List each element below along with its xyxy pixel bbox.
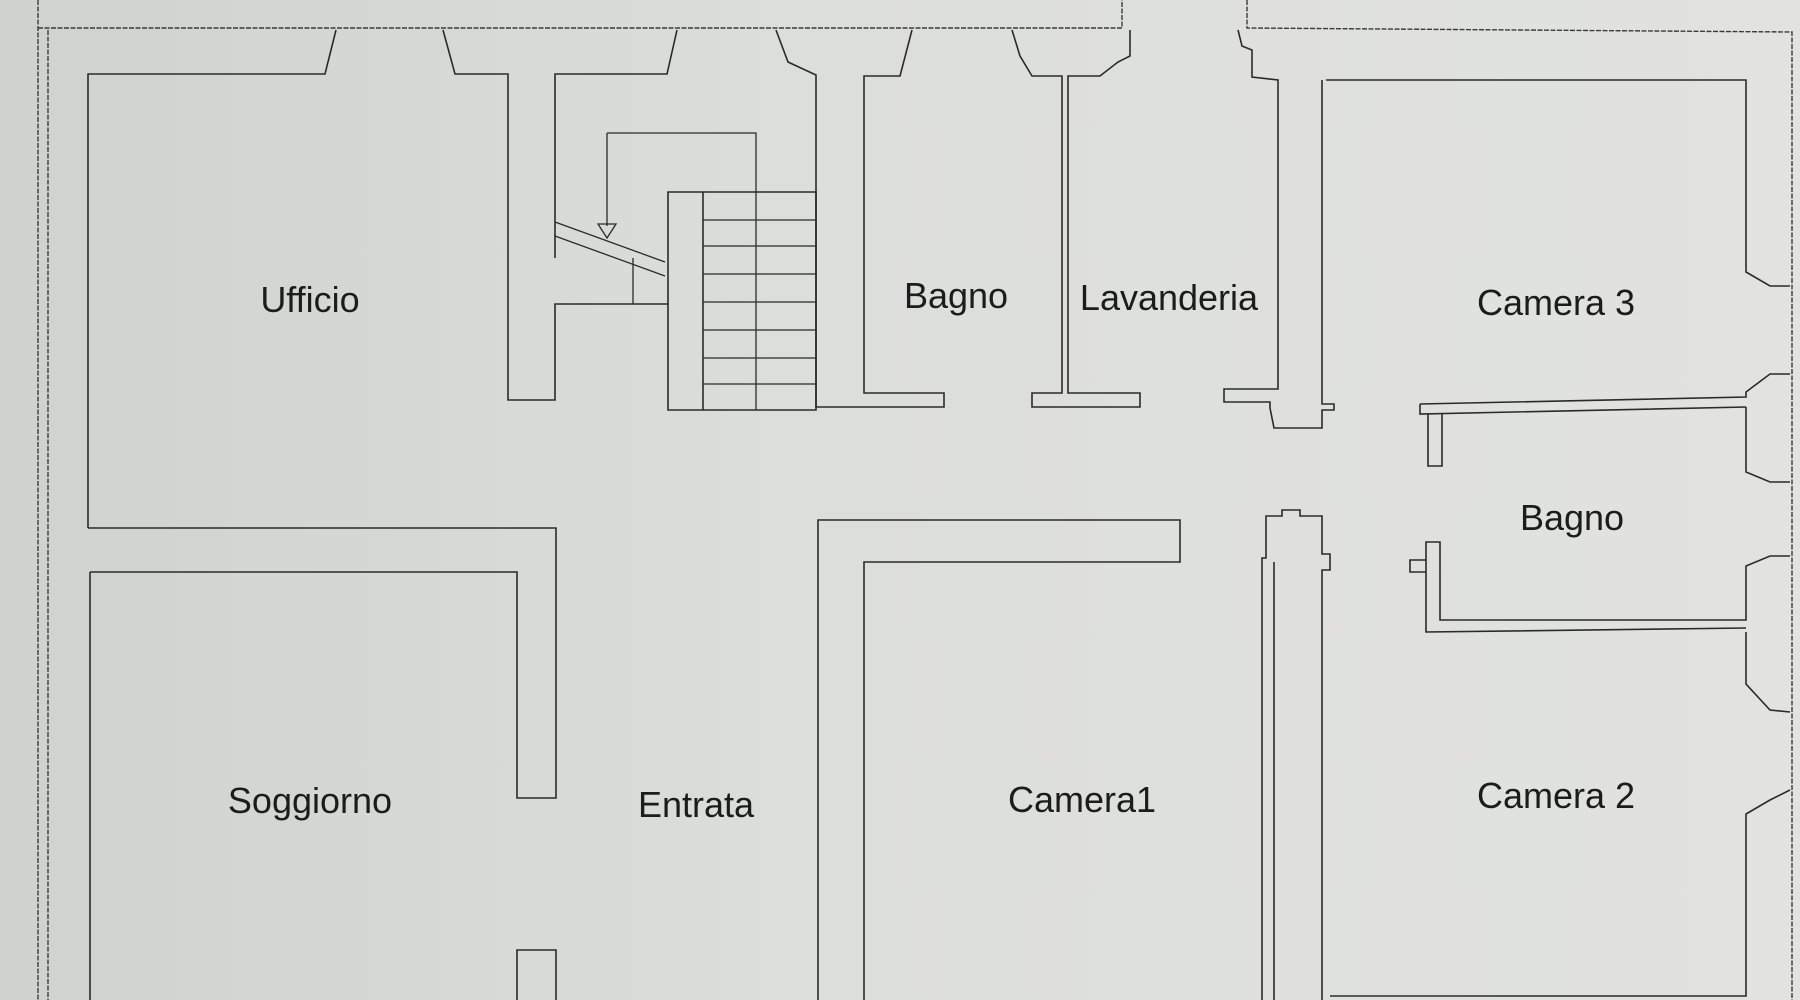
- soggiorno-walls: [89, 572, 557, 1000]
- room-label-camera-3: Camera 3: [1477, 282, 1635, 323]
- staircase: [554, 132, 817, 411]
- room-label-camera-2: Camera 2: [1477, 775, 1635, 816]
- room-label-entrata: Entrata: [638, 784, 755, 825]
- room-label-camera-1: Camera1: [1008, 779, 1156, 820]
- room-label-lavanderia: Lavanderia: [1080, 277, 1259, 318]
- lavanderia-walls: [1011, 29, 1141, 408]
- lavanderia-right-wall: [1223, 29, 1335, 429]
- outer-walls: [37, 0, 1793, 1000]
- room-label-bagno-upper: Bagno: [904, 275, 1008, 316]
- room-label-ufficio: Ufficio: [260, 279, 359, 320]
- bagno-upper-walls: [775, 29, 945, 408]
- room-label-bagno-right: Bagno: [1520, 497, 1624, 538]
- bagno-right-walls: [1409, 407, 1790, 633]
- ufficio-walls: [87, 29, 678, 799]
- camera-1-walls: [817, 509, 1331, 1000]
- camera-2-walls: [1330, 632, 1791, 997]
- camera-3-walls: [1326, 79, 1790, 415]
- room-label-soggiorno: Soggiorno: [228, 780, 392, 821]
